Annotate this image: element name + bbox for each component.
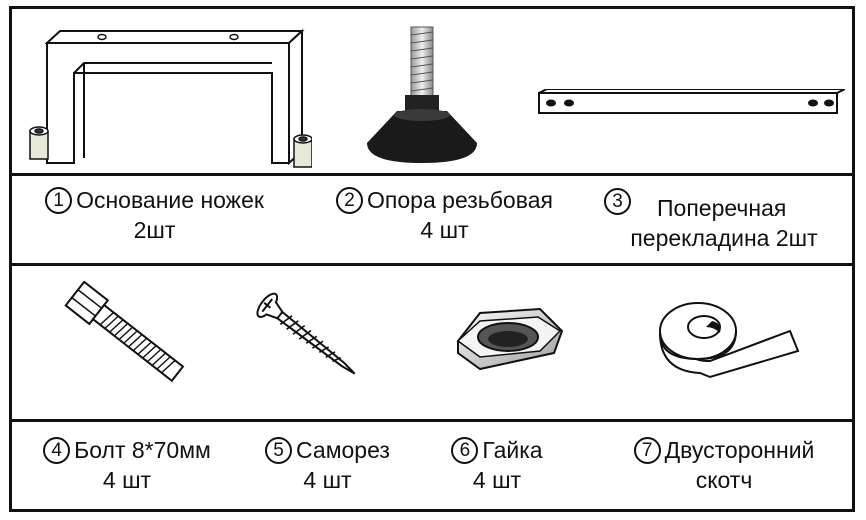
part-name-7: Двусторонний [664,437,815,463]
part-name-5: Саморез [296,437,390,463]
part-number-3: 3 [604,187,631,215]
part-number-4: 4 [43,436,71,464]
part-name-6: Гайка [482,437,543,463]
part-number-6: 6 [451,436,479,464]
part-qty-5: 4 шт [303,467,352,493]
part-number-2: 2 [336,186,364,214]
part-name-3: Поперечная [657,195,787,221]
part-number-5: 5 [265,436,293,464]
bolt-icon [62,281,192,401]
threaded-foot-icon [357,23,487,171]
screw-icon [252,289,372,399]
part-name-1: Основание ножек [76,187,264,213]
nut-icon [450,301,570,381]
part-qty-1: 2шт [133,217,176,243]
crossbar-icon [535,89,845,119]
part-name-4: Болт 8*70мм [74,437,211,463]
divider-2 [12,263,852,266]
part-name-2: Опора резьбовая [367,187,553,213]
tape-roll-icon [650,291,800,391]
part-qty-7: скотч [695,467,753,493]
part-qty-4: 4 шт [102,467,152,493]
part-qty-2: 4 шт [420,217,469,243]
divider-3 [12,419,852,422]
part-qty-3: перекладина 2шт [630,225,818,251]
part-qty-6: 4 шт [472,467,522,493]
leg-base-frame-icon [22,23,312,171]
divider-1 [12,173,852,176]
part-label-3: 3 Поперечная перекладина 2шт [604,187,844,253]
part-number-7: 7 [633,436,661,464]
part-number-1: 1 [45,186,73,214]
